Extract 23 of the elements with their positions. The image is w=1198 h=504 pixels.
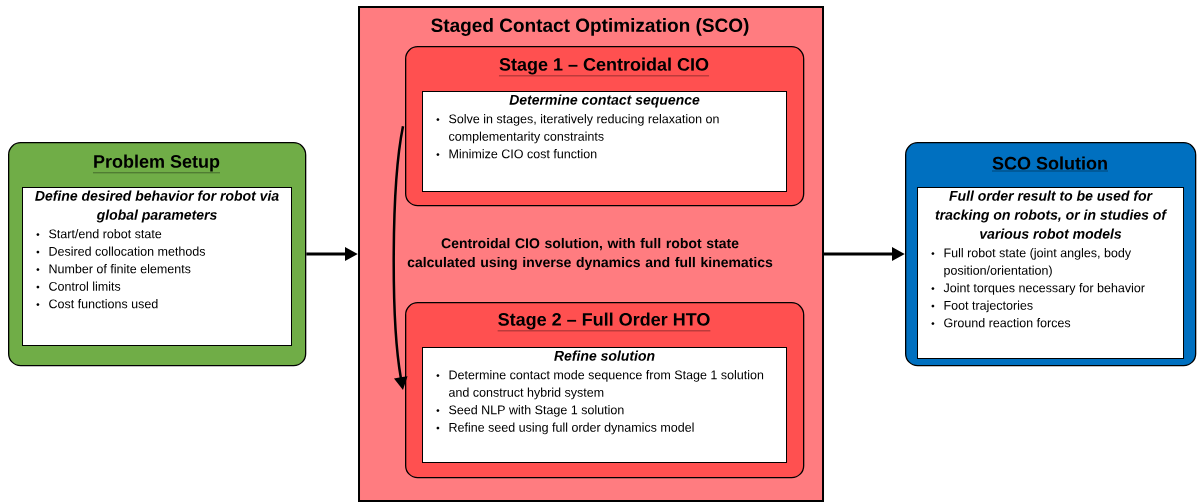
bullet-item: Full robot state (joint angles, body position/orientation) [931, 248, 1132, 278]
diagram-title: Staged Contact Optimization (SCO) [431, 18, 749, 36]
bullet-item: Desired collocation methods [36, 246, 206, 256]
bullet-item: Cost functions used [36, 299, 158, 309]
text-box [422, 347, 787, 463]
box-heading: Determine contact sequence [509, 94, 700, 108]
bullet-item: Start/end robot state [36, 229, 162, 239]
box-heading: Define desired behavior for robot via global parameters [35, 190, 279, 223]
bullet-item: Seed NLP with Stage 1 solution [436, 405, 624, 417]
bullet-item: Number of finite elements [36, 264, 191, 274]
text-box [917, 187, 1184, 359]
bullet-item: Solve in stages, iteratively reducing relaxation on complementarity constraints [436, 114, 719, 144]
text-box [22, 187, 292, 346]
box-heading: Full order result to be used for tracking on robots, or in studies of various robot models [935, 190, 1168, 239]
text-box [422, 91, 787, 192]
bullet-item: Joint torques necessary for behavior [931, 283, 1145, 295]
bullet-item: Refine seed using full order dynamics model [436, 422, 694, 435]
bullet-item: Determine contact mode sequence from Stage 1 solution and construct hybrid system [436, 370, 764, 400]
bullet-item: Control limits [36, 281, 121, 291]
bullet-item: Foot trajectories [931, 300, 1033, 313]
box-heading: Refine solution [554, 350, 655, 361]
bullet-item: Ground reaction forces [931, 318, 1071, 328]
bullet-item: Minimize CIO cost function [436, 149, 597, 159]
